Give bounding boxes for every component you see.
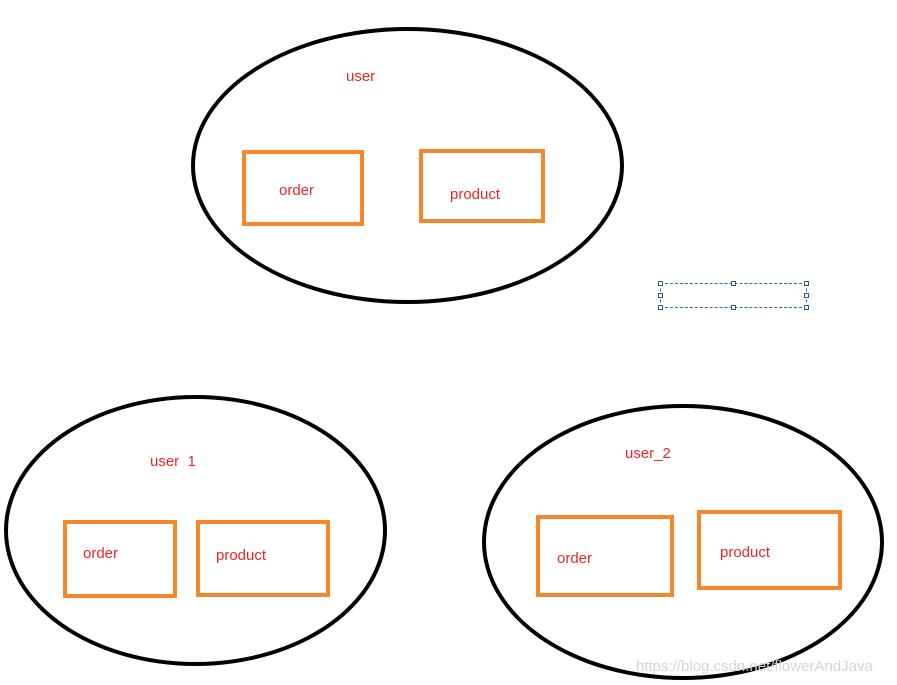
selection-handle-s[interactable] [731,305,736,310]
user-1-order-label: order [83,545,119,562]
selection-handle-ne[interactable] [804,281,809,286]
selection-handle-sw[interactable] [658,305,663,310]
watermark-text: https://blog.csdn.net/flowerAndJava [636,658,873,675]
user-2-label: user_2 [625,445,671,462]
user-1-order-box [63,520,177,598]
user-1-label: user 1 [150,453,196,470]
user-product-label: product [450,186,501,203]
selection-handle-e[interactable] [804,293,809,298]
user-ellipse [191,27,624,304]
user-2-order-label: order [557,550,593,567]
user-2-product-box [697,510,842,590]
selection-handle-n[interactable] [731,281,736,286]
user-2-product-label: product [720,544,771,561]
selection-handle-nw[interactable] [658,281,663,286]
user-2-order-box [536,515,674,597]
user-order-label: order [279,182,315,199]
user-label: user [346,68,376,85]
selection-handle-w[interactable] [658,293,663,298]
user-2-ellipse [482,404,884,680]
user-1-product-box [196,520,330,597]
user-1-product-label: product [216,547,267,564]
user-order-box [242,150,364,226]
selection-handle-se[interactable] [804,305,809,310]
user-product-box [419,149,545,223]
user-1-ellipse [4,395,387,666]
